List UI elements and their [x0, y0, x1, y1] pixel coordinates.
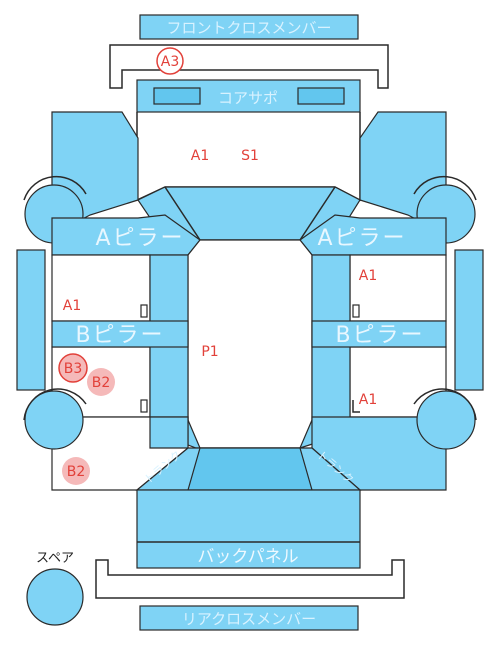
badge-a3-text: A3: [161, 54, 179, 70]
core-support-right-slot: [297, 87, 345, 105]
left-rear-door-handle: [140, 399, 148, 413]
b-pillar-left-label: Bピラー: [75, 323, 164, 348]
mark-a1-top[interactable]: A1: [191, 148, 209, 164]
rear-left-wheel-arch: [23, 388, 87, 421]
core-support-left-slot: [153, 87, 201, 105]
front-right-wheel-arch: [413, 175, 477, 201]
back-panel: バックパネル: [136, 489, 361, 569]
right-rear-door-handle: [352, 400, 360, 413]
front-cross-member: フロントクロスメンバー: [139, 14, 359, 40]
front-bumper-outline: [109, 44, 389, 89]
front-cross-member-label: フロントクロスメンバー: [166, 19, 331, 37]
mark-p1[interactable]: P1: [201, 344, 218, 360]
front-left-wheel-arch: [23, 175, 87, 201]
badge-b2-bottom[interactable]: B2: [62, 457, 90, 485]
rear-right-wheel: [416, 390, 476, 450]
rear-right-wheel-arch: [413, 388, 477, 421]
rear-cross-member: リアクロスメンバー: [139, 605, 359, 631]
right-front-door: [349, 254, 447, 322]
spare-tire: スペア: [26, 551, 84, 626]
mark-a1-right-lower[interactable]: A1: [359, 392, 377, 408]
left-rear-quarter-panel: [149, 416, 189, 449]
rear-left-wheel: [24, 390, 84, 450]
rear-cross-member-label: リアクロスメンバー: [182, 610, 316, 628]
core-support: コアサポ: [136, 79, 361, 113]
back-panel-label: バックパネル: [197, 547, 298, 567]
badge-a3[interactable]: A3: [156, 47, 184, 75]
left-rocker-panel: [16, 249, 46, 391]
b-pillar-right: [311, 320, 447, 348]
right-front-door-handle: [352, 304, 360, 318]
core-support-label: コアサポ: [218, 89, 278, 107]
b-pillar-right-label: Bピラー: [335, 323, 424, 348]
a-pillar-right-label: Aピラー: [317, 226, 406, 251]
badge-b2-bottom-text: B2: [67, 464, 86, 480]
mark-a1-left[interactable]: A1: [63, 298, 81, 314]
badge-b3-text: B3: [64, 361, 83, 377]
mark-s1[interactable]: S1: [241, 148, 259, 164]
a-pillar-left-label: Aピラー: [95, 226, 184, 251]
badge-b2-left-text: B2: [92, 375, 111, 391]
rear-bumper-outline: [95, 559, 405, 599]
b-pillar-left: [51, 320, 189, 348]
badge-b3[interactable]: B3: [58, 353, 88, 383]
right-rocker-panel: [454, 249, 484, 391]
badge-b2-left[interactable]: B2: [87, 368, 115, 396]
left-front-door-handle: [140, 304, 148, 318]
trunk-inner: [187, 447, 313, 491]
spare-label: スペア: [36, 551, 74, 566]
mark-a1-right-upper[interactable]: A1: [359, 268, 377, 284]
